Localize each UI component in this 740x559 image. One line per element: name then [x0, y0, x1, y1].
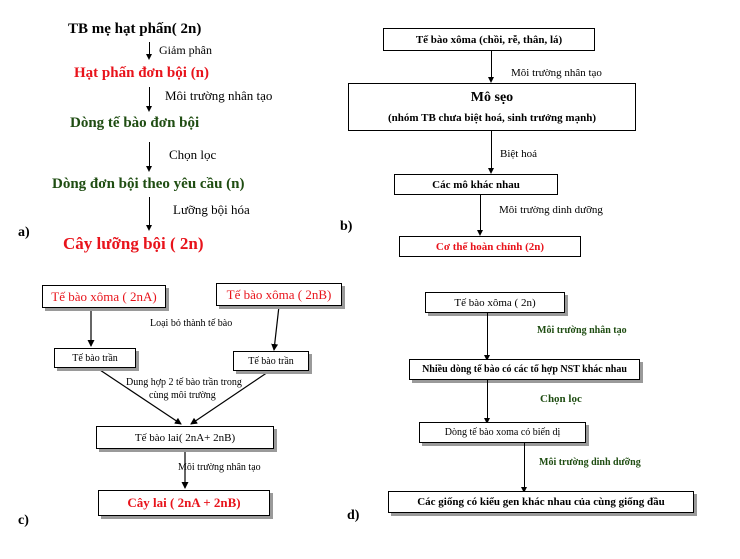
b-arrow-1 [491, 51, 492, 78]
d-box-cell-lines-label: Nhiều dòng tế bào có các tổ hợp NST khác… [422, 364, 627, 375]
a-node-5: Cây lưỡng bội ( 2n) [63, 234, 204, 253]
a-arrowhead-2 [145, 106, 152, 112]
b-step-3: Môi trường dinh dưỡng [499, 204, 603, 216]
a-step-3: Chọn lọc [169, 147, 217, 162]
d-arrow-1 [487, 313, 488, 356]
b-step-1: Môi trường nhân tạo [511, 67, 602, 79]
a-step-1: Giảm phân [159, 43, 212, 57]
a-arrowhead-3 [145, 166, 152, 172]
c-step-2-line-2: cùng môi trường [149, 390, 216, 401]
panel-b-label: b) [340, 219, 353, 234]
d-step-1: Môi trường nhân tạo [537, 325, 627, 336]
c-arrow-left-fuse [96, 367, 182, 425]
b-box-callus-sub: (nhóm TB chưa biệt hoá, sinh trưởng mạnh… [388, 112, 596, 125]
c-step-3: Môi trường nhân tạo [178, 462, 261, 473]
b-box-tissues: Các mô khác nhau [394, 174, 558, 195]
b-arrow-2 [491, 131, 492, 169]
a-arrowhead-1 [145, 54, 152, 60]
b-box-complete-organism: Cơ thể hoàn chỉnh (2n) [399, 236, 581, 257]
a-arrow-2 [149, 87, 150, 107]
c-box-naked-cell-right-label: Tế bào trần [248, 355, 294, 367]
c-box-somatic-a: Tế bào xôma ( 2nA) [42, 285, 166, 308]
c-arrow-right-down [271, 305, 280, 351]
c-box-naked-cell-left-label: Tế bào trần [72, 352, 118, 364]
b-box-somatic-cell-label: Tế bào xôma (chồi, rễ, thân, lá) [415, 33, 563, 46]
d-box-cell-lines: Nhiều dòng tế bào có các tổ hợp NST khác… [409, 359, 640, 380]
panel-d-label: d) [347, 508, 360, 523]
d-box-somatic-cell: Tế bào xôma ( 2n) [425, 292, 565, 313]
c-step-1: Loại bỏ thành tế bào [150, 318, 233, 329]
b-step-2: Biệt hoá [500, 148, 537, 160]
d-arrowhead-2 [483, 418, 490, 424]
b-box-callus-title: Mô sẹo [470, 89, 514, 105]
d-box-somatic-cell-label: Tế bào xôma ( 2n) [454, 296, 536, 309]
b-box-complete-organism-label: Cơ thể hoàn chỉnh (2n) [435, 240, 545, 253]
a-node-1: TB mẹ hạt phấn( 2n) [68, 21, 202, 37]
b-arrow-3 [480, 195, 481, 231]
c-box-hybrid-plant-label: Cây lai ( 2nA + 2nB) [127, 495, 241, 510]
c-box-somatic-a-label: Tế bào xôma ( 2nA) [51, 288, 157, 304]
c-box-somatic-b: Tế bào xôma ( 2nB) [216, 283, 342, 306]
panel-a-label: a) [18, 225, 30, 240]
d-step-2: Chọn lọc [540, 393, 582, 405]
d-step-3: Môi trường dinh dưỡng [539, 457, 641, 468]
b-arrowhead-1 [487, 77, 494, 83]
d-arrow-3 [524, 443, 525, 488]
c-box-hybrid-plant: Cây lai ( 2nA + 2nB) [98, 490, 270, 516]
a-node-3: Dòng tế bào đơn bội [70, 115, 200, 131]
a-node-2: Hạt phấn đơn bội (n) [74, 65, 210, 81]
a-arrow-3 [149, 142, 150, 167]
c-box-naked-cell-right: Tế bào trần [233, 351, 309, 371]
b-arrowhead-2 [487, 168, 494, 174]
b-box-tissues-label: Các mô khác nhau [432, 178, 520, 191]
d-arrowhead-1 [483, 355, 490, 361]
panel-c-label: c) [18, 513, 29, 528]
c-step-2-line-1: Dung hợp 2 tế bào trần trong [126, 377, 242, 388]
d-arrow-2 [487, 380, 488, 419]
a-arrow-1 [149, 42, 150, 55]
c-arrow-right-fuse [190, 369, 272, 425]
b-box-callus: Mô sẹo (nhóm TB chưa biệt hoá, sinh trưở… [348, 83, 636, 131]
a-step-4: Lưỡng bội hóa [173, 202, 250, 217]
a-arrowhead-4 [145, 225, 152, 231]
c-box-naked-cell-left: Tế bào trần [54, 348, 136, 368]
a-step-2: Môi trường nhân tạo [165, 88, 273, 103]
c-box-hybrid-cell: Tế bào lai( 2nA+ 2nB) [96, 426, 274, 449]
a-arrow-4 [149, 197, 150, 226]
c-box-hybrid-cell-label: Tế bào lai( 2nA+ 2nB) [134, 431, 236, 444]
c-box-somatic-b-label: Tế bào xôma ( 2nB) [226, 286, 332, 302]
d-arrowhead-3 [520, 487, 527, 493]
b-box-somatic-cell: Tế bào xôma (chồi, rễ, thân, lá) [383, 28, 595, 51]
d-box-variant-cells: Dòng tế bào xoma có biến dị [419, 422, 586, 443]
d-box-varieties: Các giống có kiểu gen khác nhau của cùng… [388, 491, 694, 513]
d-box-variant-cells-label: Dòng tế bào xoma có biến dị [444, 427, 561, 438]
b-arrowhead-3 [476, 230, 483, 236]
a-node-4: Dòng đơn bội theo yêu cầu (n) [52, 176, 245, 192]
d-box-varieties-label: Các giống có kiểu gen khác nhau của cùng… [417, 496, 665, 508]
